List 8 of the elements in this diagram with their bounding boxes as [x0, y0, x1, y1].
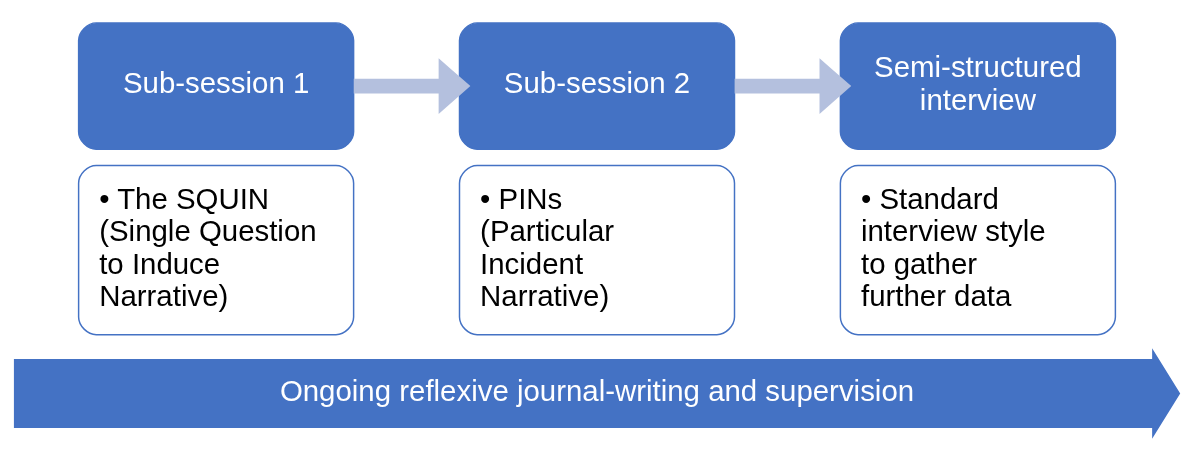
arrow	[734, 57, 852, 114]
node-box: • Standard interview style to gather further data	[839, 164, 1117, 335]
arrow	[353, 57, 471, 114]
node-box: • PINs (Particular Incident Narrative)	[458, 164, 736, 335]
node-box: • The SQUIN (Single Question to Induce Narrative)	[77, 164, 355, 335]
node-box: Sub-session 2	[458, 21, 736, 150]
node-box: Semi-structured interview	[839, 21, 1117, 150]
node-box: Sub-session 1	[77, 21, 355, 150]
